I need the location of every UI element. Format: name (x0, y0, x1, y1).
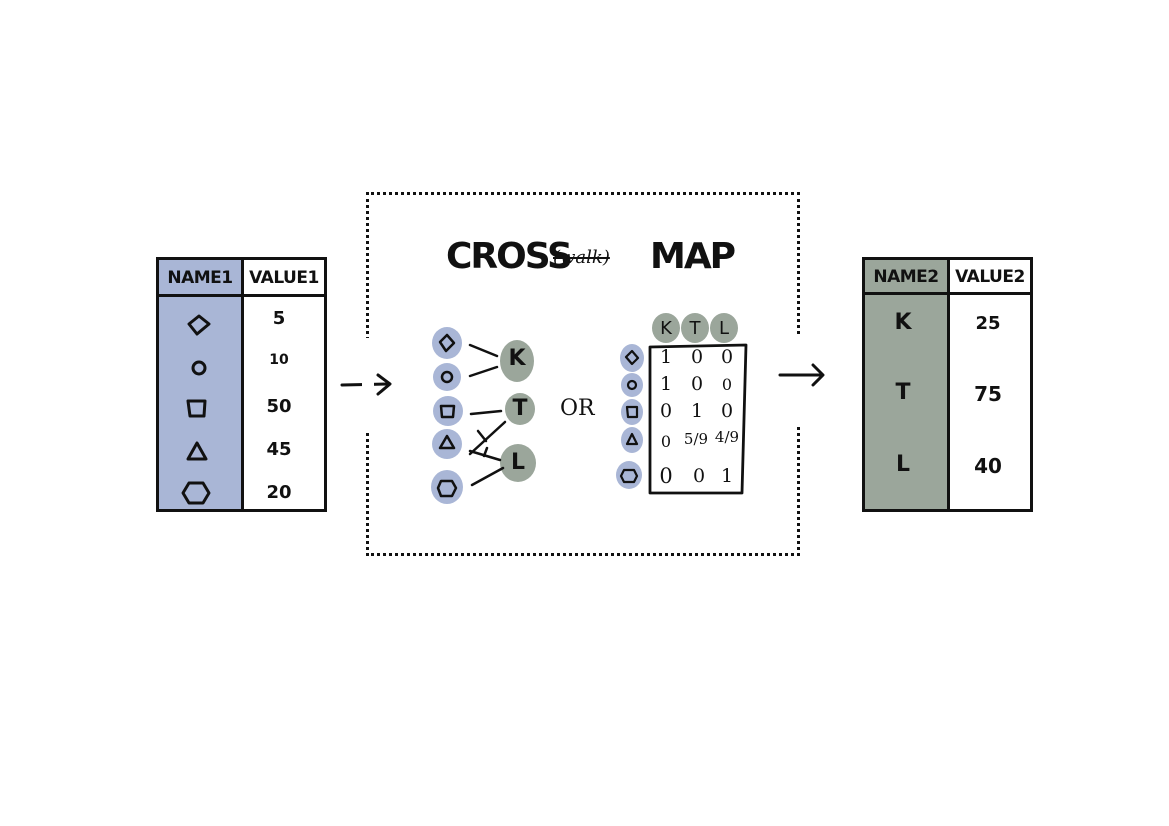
source-value: 5 (272, 308, 286, 329)
source-blob (620, 344, 644, 372)
square-icon (625, 405, 639, 419)
matrix-cell: 0 (720, 400, 734, 422)
target-name-column (865, 260, 947, 509)
circle-icon (626, 379, 638, 391)
target-label-k: K (508, 346, 526, 371)
hexagon-icon (436, 479, 458, 498)
target-name-header: NAME2 (873, 267, 939, 287)
source-blob (433, 363, 461, 391)
column-divider (947, 260, 950, 509)
source-table: NAME1 VALUE1 5 10 50 45 20 (156, 257, 327, 512)
mapping-diagram (431, 327, 536, 504)
target-blob-l (500, 444, 536, 482)
cross-tick (482, 446, 489, 458)
matrix-col-t: T (689, 318, 701, 339)
target-blob-k (652, 313, 680, 343)
matrix-diagram (616, 313, 748, 495)
target-blobs (500, 340, 536, 482)
target-value-header: VALUE2 (955, 267, 1025, 287)
map-line (470, 466, 505, 487)
frame-gap (362, 338, 374, 430)
matrix-cell: 1 (659, 373, 673, 395)
source-blob (432, 327, 462, 359)
crossmap-title-left: CROSS (446, 236, 573, 277)
target-blob-l (710, 313, 738, 343)
source-blob (621, 427, 643, 453)
source-value-header: VALUE1 (249, 268, 319, 288)
crossmap-title-strike: (walk) (553, 247, 610, 268)
hexagon-icon (181, 481, 211, 505)
matrix-cell: 0 (660, 432, 672, 451)
map-line (468, 420, 507, 456)
source-blob (431, 470, 463, 504)
matrix-cell: 0 (690, 346, 704, 368)
target-name: L (895, 452, 911, 477)
square-icon (186, 399, 207, 418)
triangle-icon (438, 434, 456, 450)
source-value: 20 (266, 482, 292, 503)
crossmap-title-right: MAP (650, 236, 736, 277)
matrix-cell: 0 (720, 346, 734, 368)
matrix-cell: 0 (659, 400, 673, 422)
matrix-cell: 0 (692, 465, 706, 487)
target-value: 25 (975, 313, 1001, 334)
hexagon-icon (619, 468, 639, 484)
target-value: 40 (974, 454, 1002, 478)
target-label-l: L (510, 450, 526, 475)
target-blob-t (505, 393, 535, 425)
triangle-icon (625, 432, 639, 446)
matrix-col-k: K (660, 318, 672, 339)
map-line (468, 365, 499, 378)
header-divider (865, 292, 1030, 295)
or-label: OR (560, 396, 595, 421)
source-blob (433, 396, 463, 426)
diamond-icon (438, 333, 456, 353)
source-blob (621, 373, 643, 397)
source-name-header: NAME1 (167, 268, 233, 288)
triangle-icon (186, 441, 208, 461)
circle-icon (440, 370, 454, 384)
source-blobs (431, 327, 463, 504)
matrix-cell: 1 (659, 346, 673, 368)
target-blob-k (500, 340, 534, 382)
source-value: 10 (269, 352, 289, 368)
target-blob-t (681, 313, 709, 343)
square-icon (439, 404, 456, 419)
target-label-t: T (512, 396, 528, 421)
header-divider (159, 294, 324, 297)
matrix-cell: 1 (720, 465, 734, 487)
matrix-cell: 0 (659, 464, 673, 488)
source-name-column (159, 260, 241, 509)
diamond-icon (187, 314, 211, 336)
matrix-cell: 4/9 (714, 428, 740, 446)
source-blob (621, 399, 643, 425)
column-divider (241, 260, 244, 509)
target-table: NAME2 VALUE2 K T L 25 75 40 (862, 257, 1033, 512)
matrix-cell: 1 (690, 400, 704, 422)
matrix-border (648, 343, 748, 495)
target-value: 75 (974, 382, 1002, 406)
matrix-cell: 0 (721, 375, 733, 394)
map-line (469, 409, 503, 416)
source-value: 45 (266, 439, 292, 460)
target-name: T (895, 380, 911, 405)
circle-icon (191, 360, 207, 376)
right-arrow-icon (778, 363, 825, 387)
target-name: K (894, 310, 912, 335)
source-value: 50 (266, 396, 292, 417)
matrix-cell: 0 (690, 373, 704, 395)
matrix-cell: 5/9 (683, 430, 709, 448)
diamond-icon (624, 349, 640, 366)
frame-gap (794, 336, 806, 426)
cross-tick (476, 429, 488, 443)
source-blob (616, 461, 642, 489)
map-line (468, 343, 499, 358)
source-blob (432, 429, 462, 459)
matrix-col-l: L (718, 318, 730, 339)
